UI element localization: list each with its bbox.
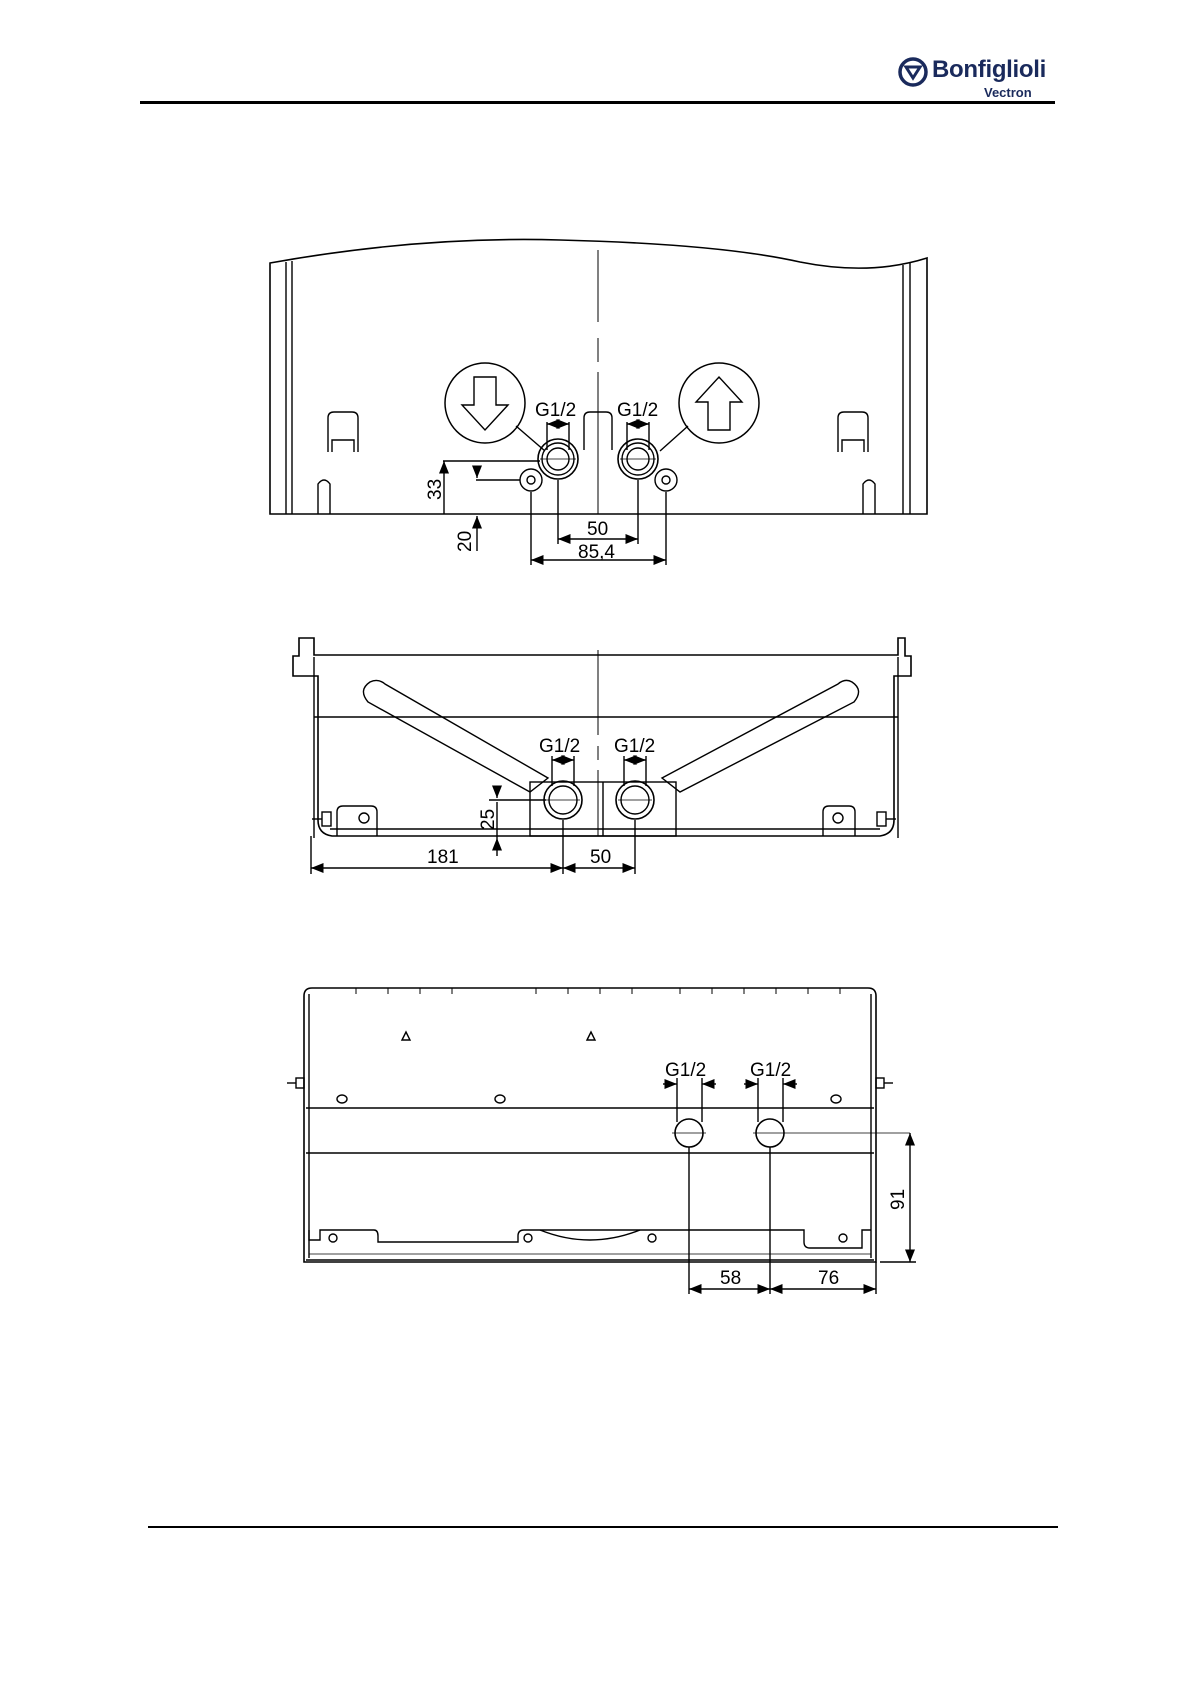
view-top-dim-50: 50 (587, 519, 608, 540)
view-middle-dim-25: 25 (478, 809, 499, 830)
view-top-port-right-label: G1/2 (617, 400, 658, 421)
view-bottom-port-right-label: G1/2 (750, 1060, 791, 1081)
view-top-dim-33: 33 (425, 479, 446, 500)
view-bottom-dim-91: 91 (888, 1189, 909, 1210)
view-top-dim-20: 20 (455, 531, 476, 552)
view-middle-dim-181: 181 (427, 847, 459, 868)
view-bottom-dim-58: 58 (720, 1268, 741, 1289)
view-middle-port-right-label: G1/2 (614, 736, 655, 757)
footer-rule (148, 1526, 1058, 1528)
view-middle-dim-50: 50 (590, 847, 611, 868)
view-middle-port-left-label: G1/2 (539, 736, 580, 757)
view-bottom-dim-76: 76 (818, 1268, 839, 1289)
view-middle (293, 638, 911, 874)
view-bottom (287, 988, 916, 1294)
view-top (270, 239, 927, 565)
view-top-port-left-label: G1/2 (535, 400, 576, 421)
view-top-dim-85-4: 85,4 (578, 542, 615, 563)
view-bottom-port-left-label: G1/2 (665, 1060, 706, 1081)
